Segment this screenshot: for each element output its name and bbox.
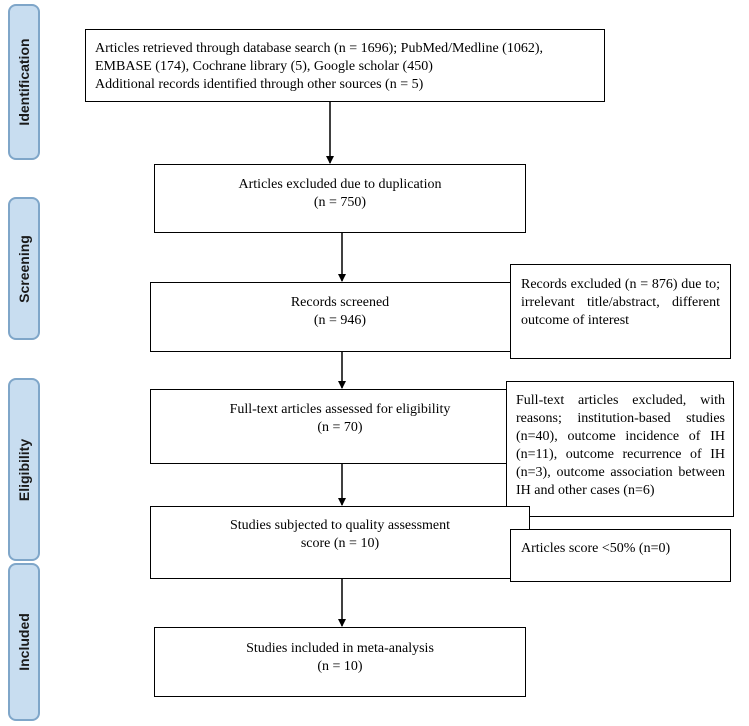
duplication-line-2: (n = 750) bbox=[313, 195, 367, 210]
quality-excluded-box: Articles score <50% (n=0) bbox=[510, 529, 731, 582]
included-line-1: Studies included in meta-analysis bbox=[246, 641, 434, 656]
phase-tab-identification: Identification bbox=[8, 4, 40, 160]
quality-line-1: Studies subjected to quality assessment bbox=[229, 518, 451, 533]
quality-box: Studies subjected to quality assessment … bbox=[150, 506, 530, 579]
included-box: Studies included in meta-analysis (n = 1… bbox=[154, 627, 526, 697]
fulltext-line-2: (n = 70) bbox=[317, 420, 363, 435]
identification-line-2: EMBASE (174), Cochrane library (5), Goog… bbox=[95, 59, 433, 74]
screened-excluded-text: Records excluded (n = 876) due to; irrel… bbox=[521, 277, 720, 328]
identification-line-1: Articles retrieved through database sear… bbox=[95, 41, 543, 56]
fulltext-line-1: Full-text articles assessed for eligibil… bbox=[229, 402, 451, 417]
phase-tab-screening: Screening bbox=[8, 197, 40, 340]
included-line-2: (n = 10) bbox=[317, 659, 363, 674]
fulltext-excluded-text: Full-text articles excluded, with reason… bbox=[516, 393, 725, 498]
screened-line-2: (n = 946) bbox=[313, 313, 367, 328]
quality-excluded-text: Articles score <50% (n=0) bbox=[521, 541, 671, 556]
quality-line-2: score (n = 10) bbox=[300, 536, 380, 551]
fulltext-box: Full-text articles assessed for eligibil… bbox=[150, 389, 530, 464]
identification-line-3: Additional records identified through ot… bbox=[95, 77, 424, 92]
phase-tab-included: Included bbox=[8, 563, 40, 721]
phase-tab-eligibility: Eligibility bbox=[8, 378, 40, 561]
screened-excluded-box: Records excluded (n = 876) due to; irrel… bbox=[510, 264, 731, 359]
screened-line-1: Records screened bbox=[290, 295, 390, 310]
duplication-box: Articles excluded due to duplication (n … bbox=[154, 164, 526, 233]
screened-box: Records screened (n = 946) bbox=[150, 282, 530, 352]
duplication-line-1: Articles excluded due to duplication bbox=[238, 177, 442, 192]
fulltext-excluded-box: Full-text articles excluded, with reason… bbox=[506, 381, 734, 517]
identification-box: Articles retrieved through database sear… bbox=[85, 29, 605, 102]
